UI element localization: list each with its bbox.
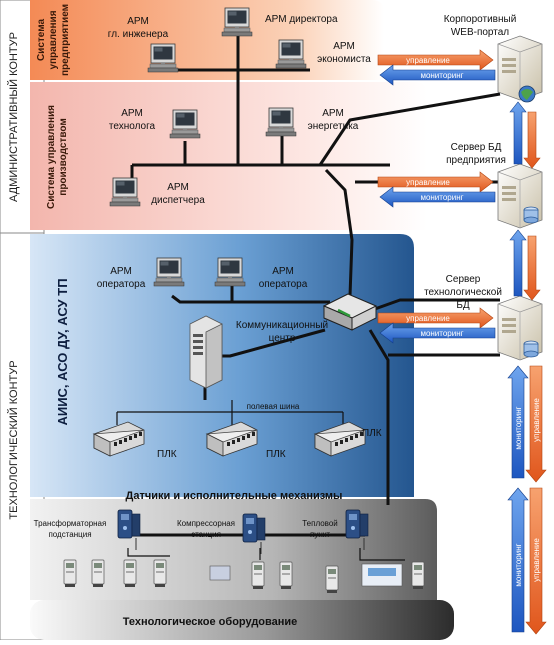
tech-db-label-1: Сервер xyxy=(446,274,481,285)
tech-db-server[interactable]: Сервер технологической БД xyxy=(424,274,543,361)
plc-3-label: ПЛК xyxy=(362,428,382,439)
tech-equipment-bar xyxy=(30,600,454,640)
field-bus-lines xyxy=(116,400,405,561)
transformer-label-1: Трансформаторная xyxy=(34,519,107,528)
plc-3[interactable]: ПЛК xyxy=(314,421,382,457)
workstation-operator-1-label-1: АРМ xyxy=(110,266,132,277)
vertical-arrows-enterprise-to-tech xyxy=(509,229,541,301)
workstation-director-label: АРМ директора xyxy=(265,14,338,25)
tech-contour-label: ТЕХНОЛОГИЧЕСКИЙ КОНТУР xyxy=(7,360,20,519)
control-arrow-tech-db xyxy=(377,307,494,329)
control-arrow-web xyxy=(377,49,494,71)
plc-2-label: ПЛК xyxy=(266,449,286,460)
svg-text:Коммуникационный: Коммуникационный xyxy=(236,320,328,331)
tech-db-label-3: БД xyxy=(456,300,470,311)
workstation-power-engineer[interactable]: АРМ энергетика xyxy=(265,107,359,137)
workstation-dispatcher-label-2: диспетчера xyxy=(151,195,205,206)
web-portal-label-1: Корпоротивный xyxy=(444,14,517,25)
workstation-chief-engineer[interactable]: АРМ гл. инженера xyxy=(108,16,179,73)
control-arrow-enterprise-db-label: управление xyxy=(406,178,450,187)
monitoring-arrow-web xyxy=(379,64,496,86)
monitoring-arrow-tech-db-label: мониторинг xyxy=(420,329,463,338)
svg-text:центр: центр xyxy=(269,333,296,344)
enterprise-db-label-2: предприятия xyxy=(446,155,506,166)
svg-text:предприятием: предприятием xyxy=(60,4,71,76)
workstation-operator-2[interactable]: АРМ оператора xyxy=(214,257,308,290)
plc-1-label: ПЛК xyxy=(157,449,177,460)
enterprise-management-label: Система управления предприятием xyxy=(36,4,71,76)
workstation-economist-label-2: экономиста xyxy=(317,54,371,65)
workstation-operator-1[interactable]: АРМ оператора xyxy=(97,257,185,290)
tech-db-label-2: технологической xyxy=(424,287,502,298)
control-vertical-2-label: управление xyxy=(532,538,541,582)
svg-text:управления: управления xyxy=(48,10,59,69)
production-management-label: Система управления производством xyxy=(46,105,69,209)
workstation-economist[interactable]: АРМ экономиста xyxy=(275,39,371,69)
enterprise-db-server[interactable]: Сервер БД предприятия xyxy=(446,142,543,229)
workstation-operator-2-label-2: оператора xyxy=(259,279,308,290)
plc-2[interactable]: ПЛК xyxy=(206,421,286,460)
plc-1[interactable]: ПЛК xyxy=(93,421,177,460)
monitoring-arrow-vertical-2 xyxy=(507,487,529,633)
communication-center-switch[interactable] xyxy=(322,293,378,331)
compressor-label-2: станция xyxy=(191,530,221,539)
vertical-arrows-tech-to-field: мониторинг управление xyxy=(507,365,547,483)
control-arrow-vertical-1 xyxy=(525,365,547,483)
compressor-label-1: Компрессорная xyxy=(177,519,235,528)
monitoring-arrow-tech-db xyxy=(379,322,496,344)
web-portal-label-2: WEB-портал xyxy=(451,27,509,38)
heat-point-label-1: Тепловой xyxy=(302,519,338,528)
heat-point[interactable]: Тепловой пункт xyxy=(302,509,425,594)
field-bus-label: полевая шина xyxy=(247,402,300,411)
heat-point-label-2: пункт xyxy=(310,530,330,539)
enterprise-management-band xyxy=(30,0,384,80)
enterprise-db-label-1: Сервер БД xyxy=(451,142,502,153)
workstation-technologist-label-2: технолога xyxy=(109,121,156,132)
workstation-chief-engineer-label-2: гл. инженера xyxy=(108,29,169,40)
admin-contour-label: АДМИНИСТРАТИВНЫЙ КОНТУР xyxy=(7,32,20,202)
web-portal-server[interactable]: Корпоротивный WEB-портал xyxy=(444,14,543,103)
monitoring-arrow-vertical-1 xyxy=(507,365,529,479)
workstation-technologist[interactable]: АРМ технолога xyxy=(109,108,201,139)
tower-server[interactable] xyxy=(189,315,223,389)
workstation-operator-1-label-2: оператора xyxy=(97,279,146,290)
workstation-director[interactable]: АРМ директора xyxy=(221,7,338,37)
workstation-chief-engineer-label-1: АРМ xyxy=(127,16,149,27)
vertical-arrows-field-to-equipment: мониторинг управление xyxy=(507,487,547,635)
monitoring-arrow-enterprise-db-label: мониторинг xyxy=(420,193,463,202)
transformer-label-2: подстанция xyxy=(48,530,91,539)
communication-center-label: Коммуникационный центр xyxy=(236,320,328,344)
svg-text:Система управления: Система управления xyxy=(46,105,57,209)
flow-arrows-tech-db: управление мониторинг xyxy=(377,307,496,344)
flow-arrows-enterprise-db: управление мониторинг xyxy=(377,171,496,208)
flow-arrows-web: управление мониторинг xyxy=(377,49,496,86)
workstation-technologist-label-1: АРМ xyxy=(121,108,143,119)
control-arrow-vertical-2 xyxy=(525,487,547,635)
vertical-arrows-web-to-enterprise xyxy=(509,101,541,169)
monitoring-vertical-2-label: мониторинг xyxy=(514,543,523,586)
control-arrow-enterprise-db xyxy=(377,171,494,193)
compressor-station[interactable]: Компрессорная станция xyxy=(177,513,293,590)
monitoring-arrow-enterprise-db xyxy=(379,186,496,208)
control-arrow-tech-db-label: управление xyxy=(406,314,450,323)
production-management-band xyxy=(30,82,427,230)
sensors-label: Датчики и исполнительные механизмы xyxy=(126,490,343,502)
equipment-label: Технологическое оборудование xyxy=(123,616,298,628)
workstation-power-engineer-label-1: АРМ xyxy=(322,108,344,119)
aiis-zone-label: АИИС, АСО ДУ, АСУ ТП xyxy=(55,278,70,425)
control-vertical-1-label: управление xyxy=(532,398,541,442)
control-arrow-web-label: управление xyxy=(406,56,450,65)
transformer-substation[interactable]: Трансформаторная подстанция xyxy=(34,509,167,588)
monitoring-vertical-1-label: мониторинг xyxy=(514,406,523,449)
workstation-economist-label-1: АРМ xyxy=(333,41,355,52)
workstation-dispatcher[interactable]: АРМ диспетчера xyxy=(109,177,205,207)
workstation-dispatcher-label-1: АРМ xyxy=(167,182,189,193)
workstation-operator-2-label-1: АРМ xyxy=(272,266,294,277)
svg-text:производством: производством xyxy=(58,118,69,195)
svg-text:Система: Система xyxy=(36,19,47,62)
workstation-power-engineer-label-2: энергетика xyxy=(308,121,359,132)
monitoring-arrow-web-label: мониторинг xyxy=(420,71,463,80)
